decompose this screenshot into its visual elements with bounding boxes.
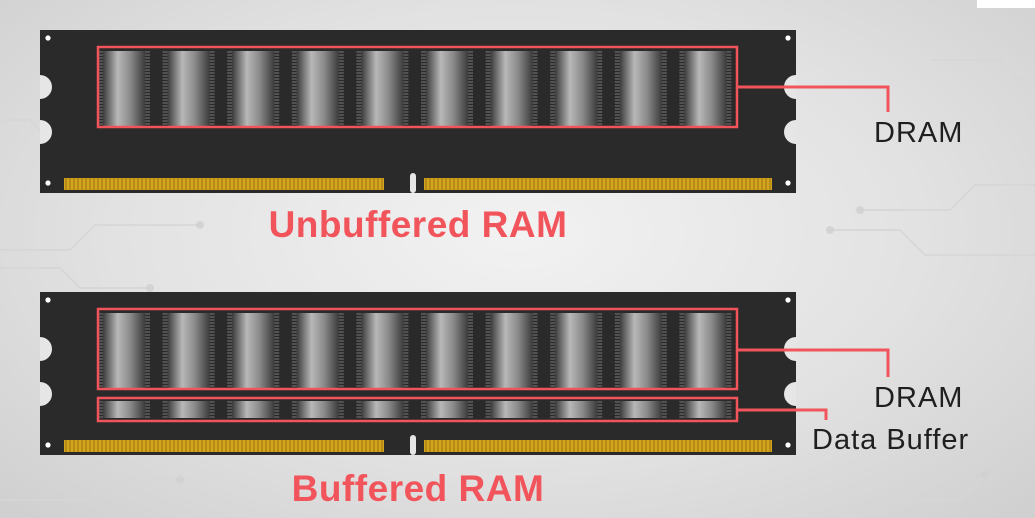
- mount-hole: [785, 442, 791, 448]
- buffer-chip: [555, 401, 598, 418]
- side-notch: [40, 120, 52, 144]
- unbuffered-ram-caption: Unbuffered RAM: [268, 204, 568, 245]
- side-notch: [784, 75, 796, 99]
- side-notch: [40, 75, 52, 99]
- side-notch: [784, 382, 796, 406]
- dram-chip: [426, 51, 468, 128]
- key-notch: [410, 173, 416, 193]
- unbuffered-ram-module: [40, 30, 796, 193]
- mount-hole: [45, 442, 51, 448]
- dram-chip: [296, 313, 339, 390]
- side-notch: [784, 120, 796, 144]
- side-notch: [40, 382, 52, 406]
- mount-hole: [785, 297, 791, 303]
- buffer-chip: [296, 401, 339, 418]
- mount-hole: [785, 180, 791, 186]
- dram-chip: [296, 51, 339, 128]
- buffer-chip: [426, 401, 468, 418]
- mount-hole: [45, 297, 51, 303]
- dram-label-unbuffered: DRAM: [874, 117, 964, 149]
- dram-chip: [490, 313, 533, 390]
- dram-chip: [232, 51, 275, 128]
- buffer-chip: [684, 401, 727, 418]
- dram-chip: [103, 51, 145, 128]
- gold-pins-left: [64, 440, 384, 452]
- dram-chip: [619, 51, 662, 128]
- dram-label-buffered: DRAM: [874, 382, 964, 414]
- side-notch: [784, 337, 796, 361]
- side-notch: [40, 337, 52, 361]
- dram-chip: [167, 51, 210, 128]
- dram-chip: [232, 313, 275, 390]
- buffer-chip: [490, 401, 533, 418]
- dram-chip: [555, 313, 598, 390]
- buffered-ram-caption: Buffered RAM: [291, 468, 545, 509]
- dram-chip: [619, 313, 662, 390]
- mount-hole: [45, 35, 51, 41]
- corner-tab: [977, 0, 1035, 8]
- buffer-chip: [167, 401, 210, 418]
- dram-chip: [361, 51, 404, 128]
- dram-chip: [684, 51, 727, 128]
- dram-chip: [490, 51, 533, 128]
- dram-chip: [103, 313, 145, 390]
- buffer-chip: [103, 401, 145, 418]
- unbuffered-ram-drawing: [40, 35, 796, 193]
- dram-chip: [555, 51, 598, 128]
- buffered-ram-module: [40, 292, 796, 455]
- buffered-ram-drawing: [40, 297, 796, 455]
- gold-pins-left: [64, 178, 384, 190]
- dram-chip: [361, 313, 404, 390]
- buffer-chip: [232, 401, 275, 418]
- dram-chip: [167, 313, 210, 390]
- mount-hole: [785, 35, 791, 41]
- buffer-chip: [361, 401, 404, 418]
- data-buffer-label: Data Buffer: [812, 424, 970, 456]
- mount-hole: [45, 180, 51, 186]
- key-notch: [410, 435, 416, 455]
- buffer-chip: [619, 401, 662, 418]
- dram-chip: [684, 313, 727, 390]
- dram-chip: [426, 313, 468, 390]
